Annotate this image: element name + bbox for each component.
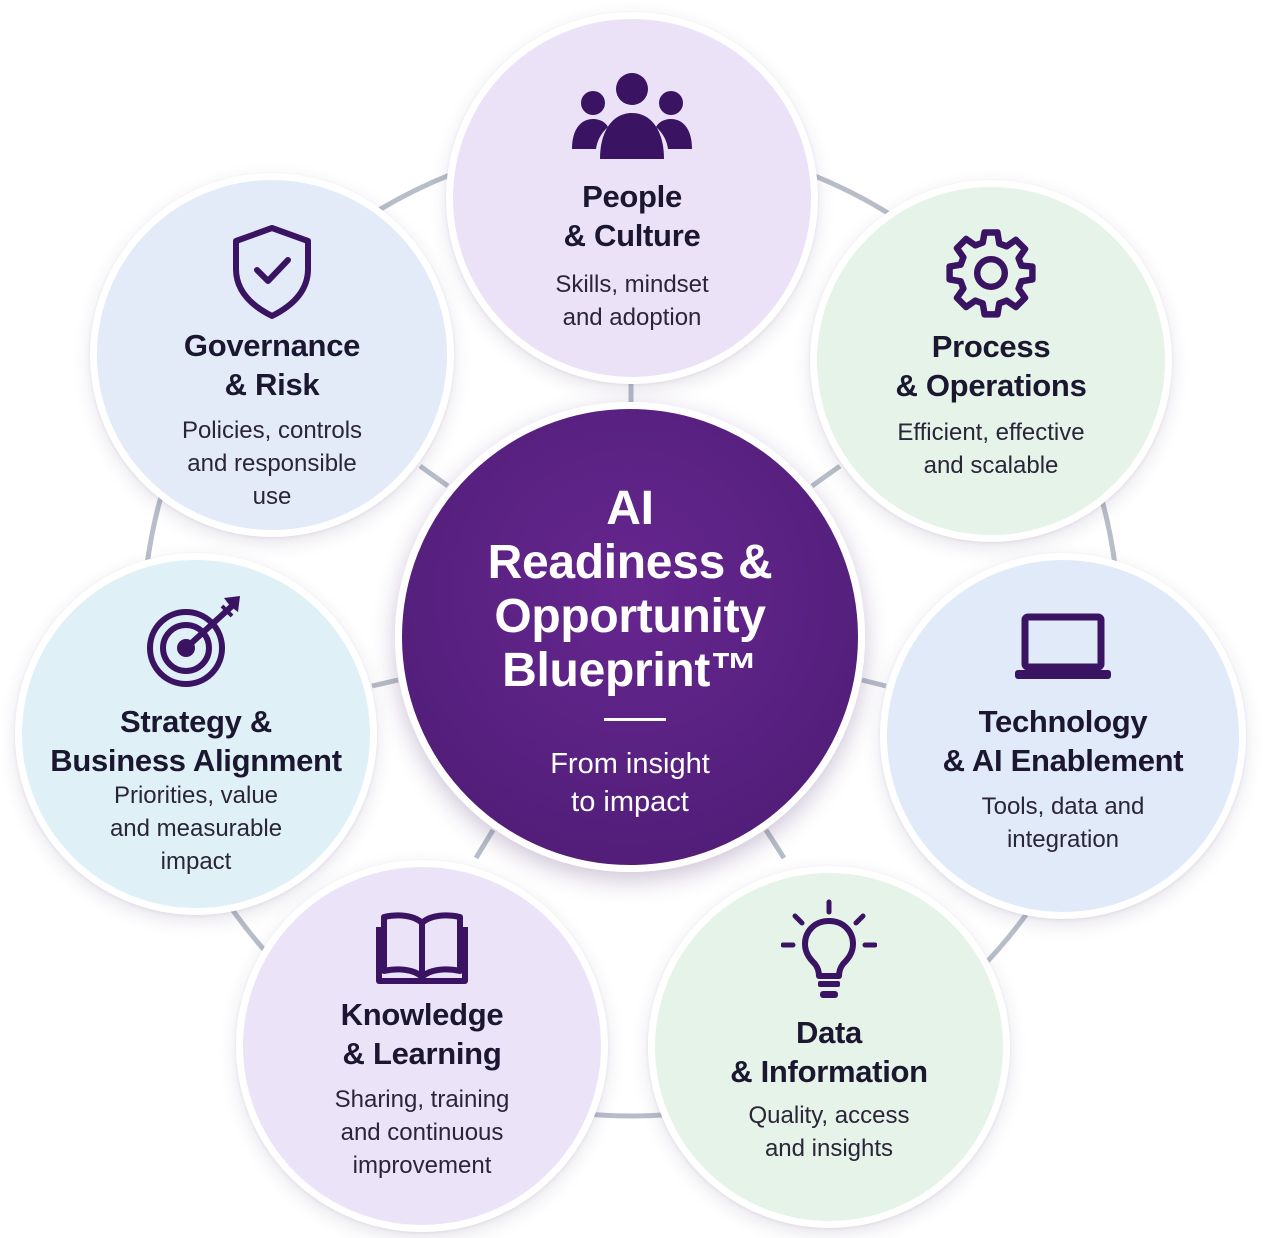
pillar-governance-risk: Governance & Risk Policies, controls and… xyxy=(90,173,454,537)
center-hub: AI Readiness & Opportunity Blueprint™ Fr… xyxy=(395,402,865,872)
hub-title: AI Readiness & Opportunity Blueprint™ xyxy=(487,482,773,697)
pillar-description: Sharing, training and continuous improve… xyxy=(334,1086,510,1179)
lightbulb-icon xyxy=(781,899,877,998)
laptop-icon xyxy=(1015,613,1111,679)
open-book-icon xyxy=(376,912,468,984)
pillar-title: Process & Operations xyxy=(895,329,1087,403)
pillar-title: Strategy & Business Alignment xyxy=(50,704,342,778)
spoke-process xyxy=(810,463,842,489)
pillar-description: Policies, controls and responsible use xyxy=(181,417,363,510)
shield-check-icon xyxy=(233,225,311,319)
pillar-process-operations: Process & Operations Efficient, effectiv… xyxy=(810,180,1172,542)
pillar-knowledge-learning: Knowledge & Learning Sharing, training a… xyxy=(236,860,608,1232)
pillar-people-culture: People & Culture Skills, mindset and ado… xyxy=(446,12,818,384)
pillar-description: Efficient, effective and scalable xyxy=(897,419,1085,479)
spoke-governance xyxy=(418,463,450,489)
pillar-strategy-business-alignment: Strategy & Business Alignment Priorities… xyxy=(15,553,377,915)
pillar-description: Priorities, value and measurable impact xyxy=(109,782,283,875)
pillar-title: Governance & Risk xyxy=(183,328,361,402)
spoke-technology xyxy=(861,677,887,689)
hub-subtitle: From insight to impact xyxy=(550,748,710,818)
pillar-description: Skills, mindset and adoption xyxy=(555,271,709,331)
spoke-strategy xyxy=(371,677,399,689)
hub-divider xyxy=(604,718,666,721)
spoke-knowledge xyxy=(473,828,496,860)
people-group-icon xyxy=(572,73,692,159)
pillar-data-information: Data & Information Quality, access and i… xyxy=(648,866,1010,1228)
gear-icon xyxy=(946,229,1036,318)
target-arrow-icon xyxy=(147,596,240,687)
pillar-description: Quality, access and insights xyxy=(748,1102,910,1162)
spoke-data xyxy=(763,828,787,860)
pillar-description: Tools, data and integration xyxy=(981,793,1145,853)
pillar-title: Technology & AI Enablement xyxy=(942,704,1184,778)
pillar-technology-ai-enablement: Technology & AI Enablement Tools, data a… xyxy=(880,553,1246,919)
pillar-title: Knowledge & Learning xyxy=(340,997,504,1071)
pillar-title: Data & Information xyxy=(730,1015,928,1089)
pillar-title: People & Culture xyxy=(563,179,701,253)
